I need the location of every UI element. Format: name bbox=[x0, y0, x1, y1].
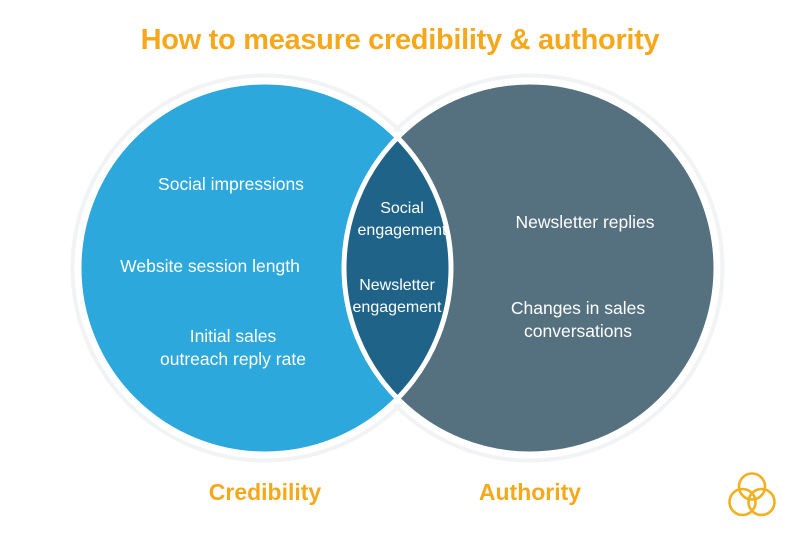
left-circle bbox=[77, 80, 453, 456]
right-category-label: Authority bbox=[478, 479, 582, 505]
right-circle bbox=[342, 80, 718, 456]
page-title: How to measure credibility & authority bbox=[140, 24, 660, 56]
left-circle-separator-stroke bbox=[76, 79, 454, 457]
right-circle-separator-stroke bbox=[341, 79, 719, 457]
left-category-label: Credibility bbox=[208, 479, 322, 505]
trefoil-rings-icon bbox=[728, 472, 776, 517]
brand-logo bbox=[722, 464, 782, 524]
